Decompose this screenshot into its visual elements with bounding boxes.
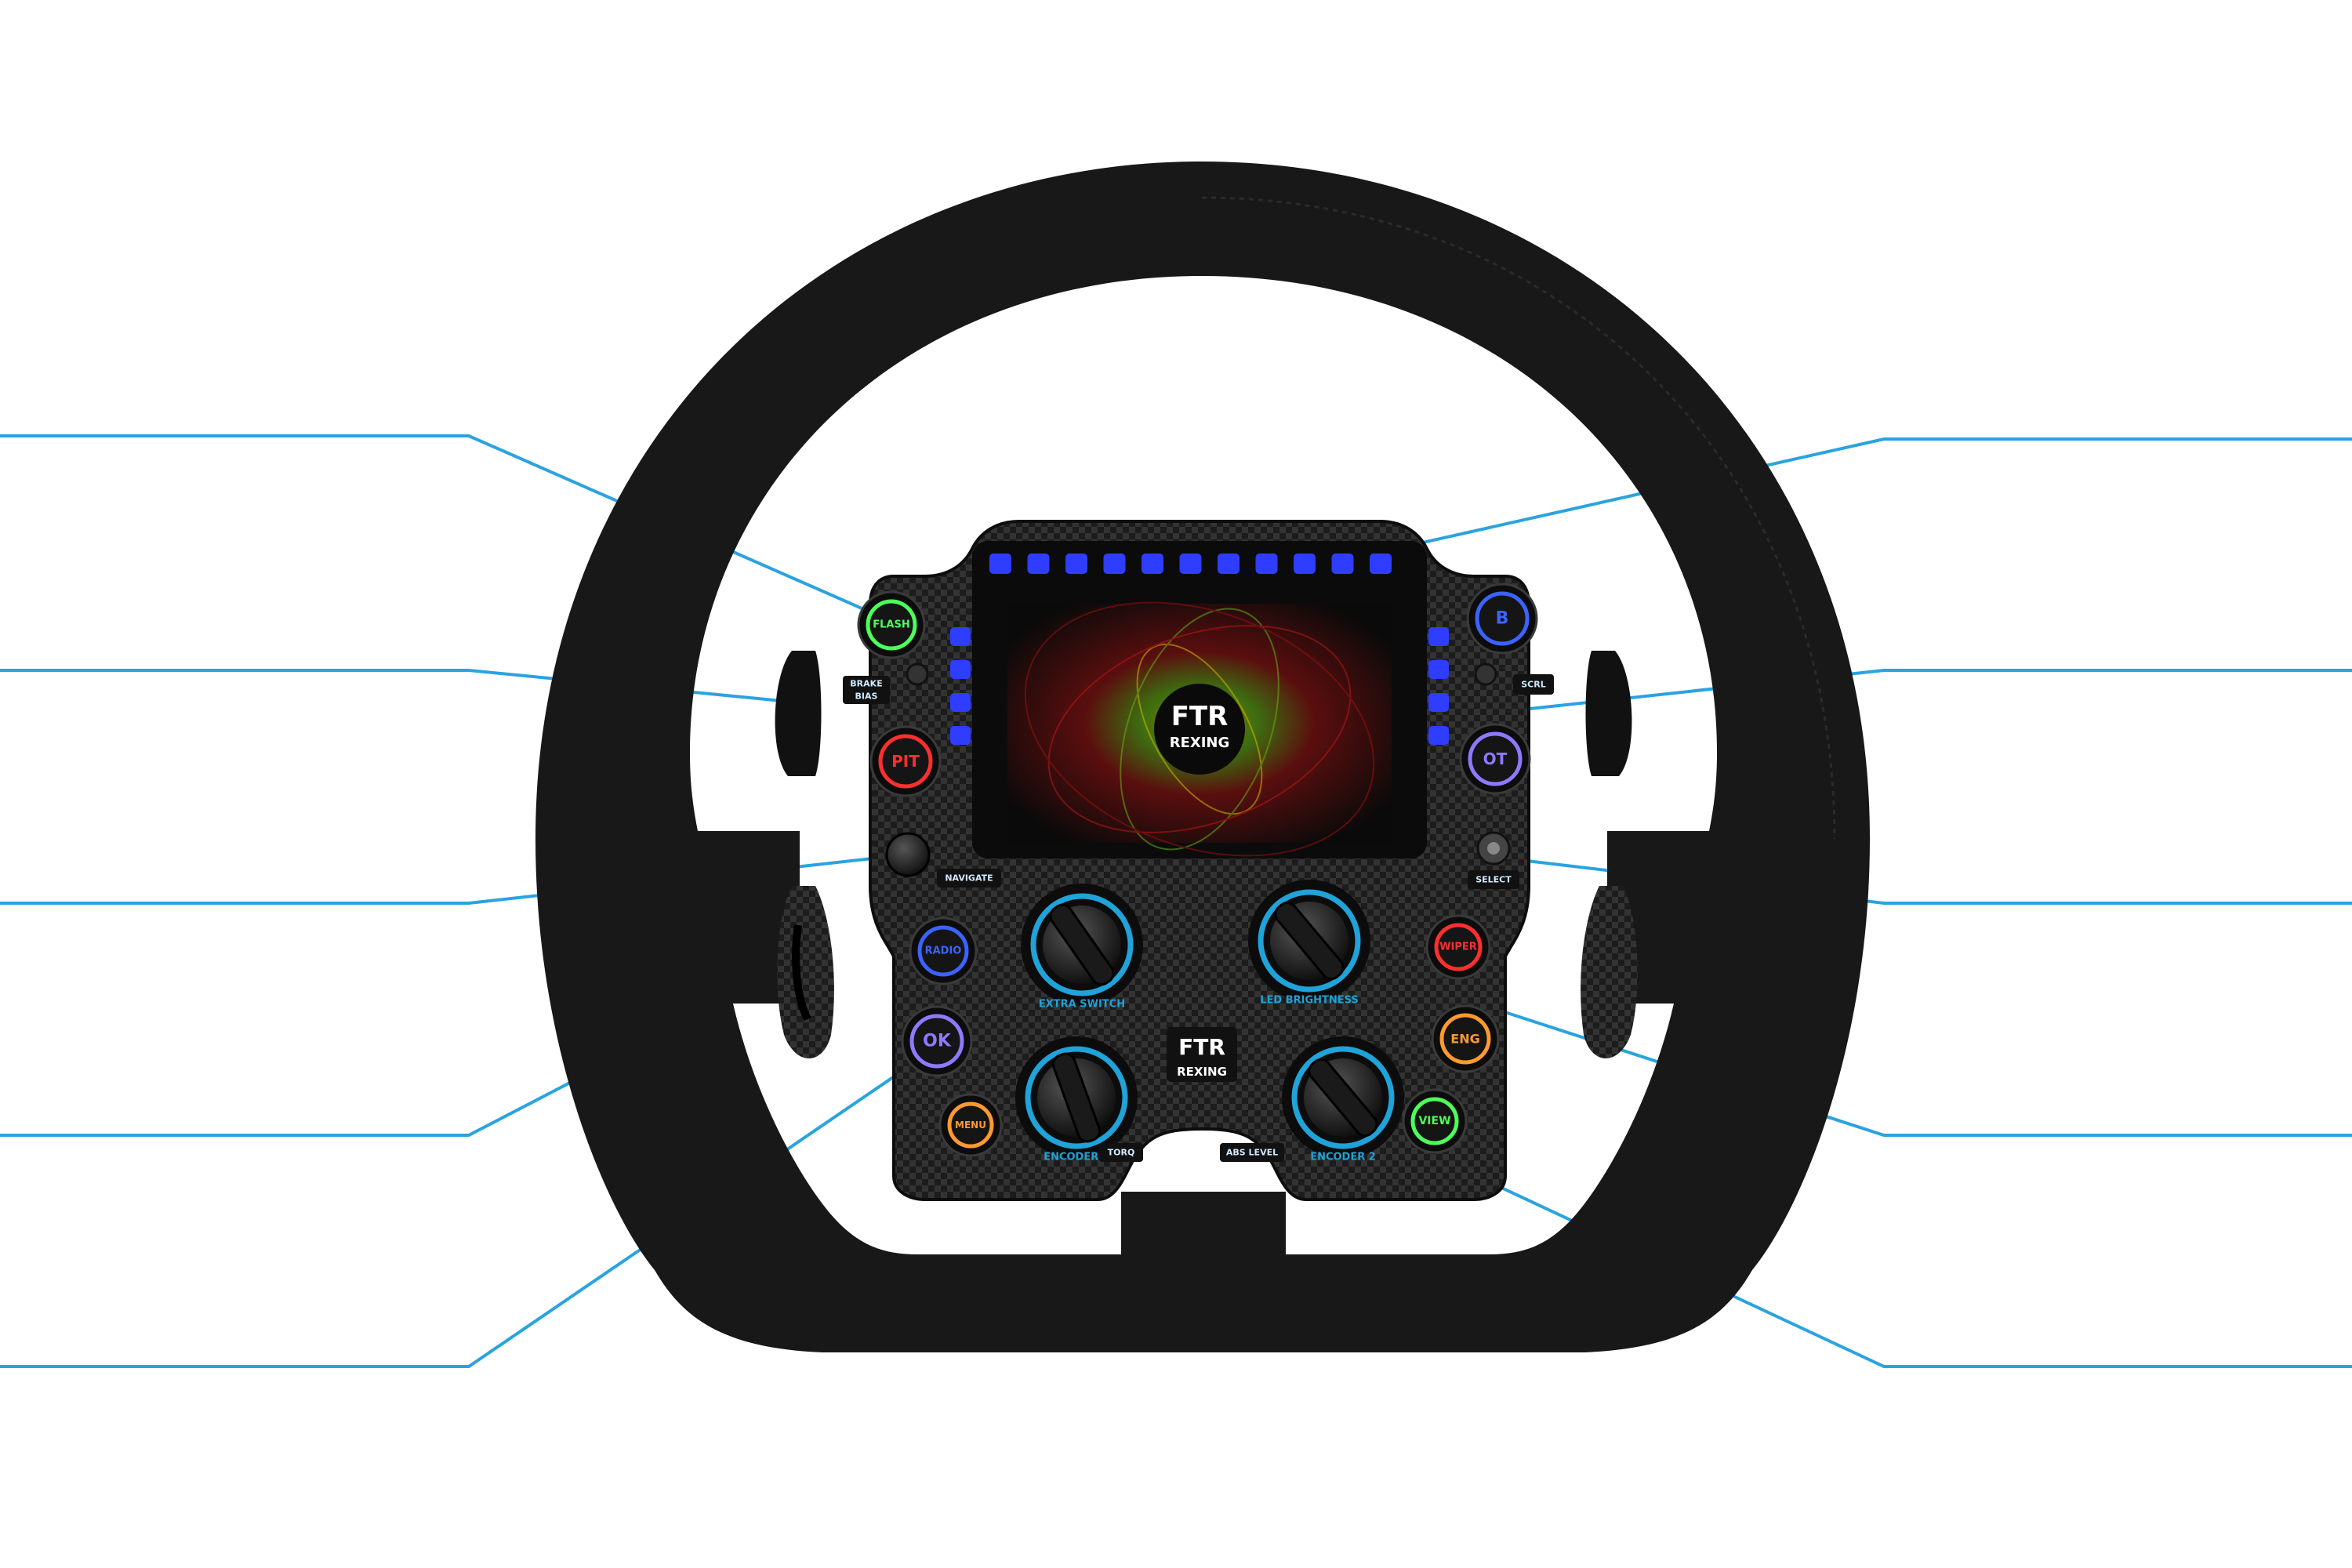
wheel-rim	[535, 162, 1870, 1352]
rev-led	[1103, 554, 1126, 574]
side-led	[1428, 726, 1449, 745]
left-shift-paddle[interactable]	[775, 651, 822, 776]
rev-led	[1218, 554, 1240, 574]
encoder-2-encoder[interactable]: ENCODER 2	[1282, 1036, 1404, 1163]
left-paddle[interactable]	[777, 886, 834, 1058]
side-led	[1428, 660, 1449, 679]
callout-line	[0, 434, 893, 623]
side-led	[950, 660, 971, 679]
navigate-joystick[interactable]	[885, 832, 931, 877]
select-switch[interactable]	[1476, 831, 1511, 866]
b-button[interactable]: B	[1466, 583, 1538, 655]
right-shift-paddle[interactable]	[1585, 651, 1632, 776]
rev-led-strip	[989, 554, 1392, 574]
side-led	[950, 726, 971, 745]
encoder-1-label: ENCODER 1	[1044, 1152, 1109, 1163]
side-led	[950, 693, 971, 712]
select-label: SELECT	[1468, 870, 1519, 889]
flash-button-label: FLASH	[873, 619, 909, 631]
rev-led	[1255, 554, 1278, 574]
rev-led	[1027, 554, 1050, 574]
view-button-label: VIEW	[1418, 1115, 1450, 1127]
svg-text:BRAKE: BRAKE	[850, 679, 882, 689]
rev-led	[1294, 554, 1316, 574]
scrl-knob[interactable]	[1474, 662, 1497, 686]
callout-line	[1324, 437, 2352, 566]
abs-level-label: ABS LEVEL	[1220, 1143, 1284, 1162]
radio-button-label: RADIO	[925, 946, 962, 957]
svg-text:NAVIGATE: NAVIGATE	[945, 873, 993, 884]
encoder-1-encoder[interactable]: ENCODER 1	[1015, 1036, 1138, 1163]
eng-button[interactable]: ENG	[1431, 1004, 1500, 1073]
scrl-label: SCRL	[1513, 674, 1554, 695]
b-button-label: B	[1496, 609, 1509, 629]
rev-led	[1065, 554, 1087, 574]
pit-button[interactable]: PIT	[869, 725, 942, 797]
screen-logo-mark: FTR	[1171, 701, 1229, 732]
led-brightness-encoder[interactable]: LED BRIGHTNESS	[1248, 880, 1370, 1007]
svg-text:BIAS: BIAS	[855, 691, 878, 702]
ot-button-label: OT	[1483, 750, 1508, 768]
right-paddle[interactable]	[1581, 886, 1638, 1058]
svg-text:SCRL: SCRL	[1521, 680, 1545, 690]
ot-button[interactable]: OT	[1459, 723, 1531, 795]
led-brightness-label: LED BRIGHTNESS	[1260, 995, 1359, 1007]
ok-button[interactable]: OK	[901, 1005, 973, 1077]
view-button[interactable]: VIEW	[1402, 1088, 1468, 1154]
left-led-column	[950, 627, 971, 745]
pit-button-label: PIT	[891, 752, 920, 771]
panel-logo: FTR REXING	[1167, 1027, 1237, 1082]
wiper-button[interactable]: WIPER	[1425, 914, 1491, 980]
eng-button-label: ENG	[1450, 1032, 1479, 1047]
callout-line	[1341, 1112, 2352, 1368]
svg-text:ABS LEVEL: ABS LEVEL	[1226, 1148, 1278, 1158]
brake-bias-knob[interactable]	[906, 662, 929, 686]
torq-label: TORQ	[1099, 1143, 1143, 1162]
panel-logo-mark: FTR	[1178, 1034, 1225, 1060]
radio-button[interactable]: RADIO	[909, 916, 978, 985]
menu-button-label: MENU	[955, 1120, 986, 1131]
rev-led	[1370, 554, 1392, 574]
navigate-label: NAVIGATE	[937, 869, 1001, 887]
side-led	[1428, 693, 1449, 712]
ok-button-label: OK	[923, 1032, 952, 1051]
encoder-2-label: ENCODER 2	[1310, 1152, 1376, 1163]
extra-switch-label: EXTRA SWITCH	[1039, 999, 1125, 1011]
rev-led	[1179, 554, 1202, 574]
callout-lines	[0, 434, 2352, 1368]
rev-led	[1331, 554, 1354, 574]
wiper-button-label: WIPER	[1439, 942, 1477, 953]
flash-button[interactable]: FLASH	[857, 590, 926, 659]
panel-logo-word: REXING	[1177, 1065, 1227, 1079]
screen-logo-word: REXING	[1170, 735, 1230, 751]
menu-button[interactable]: MENU	[938, 1093, 1003, 1157]
extra-switch-encoder[interactable]: EXTRA SWITCH	[1021, 884, 1143, 1011]
brake-bias-label: BRAKE BIAS	[843, 676, 890, 704]
side-led	[1428, 627, 1449, 646]
right-led-column	[1428, 627, 1449, 745]
rev-led	[1142, 554, 1163, 574]
display-screen[interactable]: FTR REXING	[990, 557, 1410, 901]
svg-text:TORQ: TORQ	[1108, 1148, 1135, 1158]
svg-text:SELECT: SELECT	[1475, 875, 1512, 885]
callout-line	[0, 956, 1069, 1368]
rev-led	[989, 554, 1011, 574]
side-led	[950, 627, 971, 646]
